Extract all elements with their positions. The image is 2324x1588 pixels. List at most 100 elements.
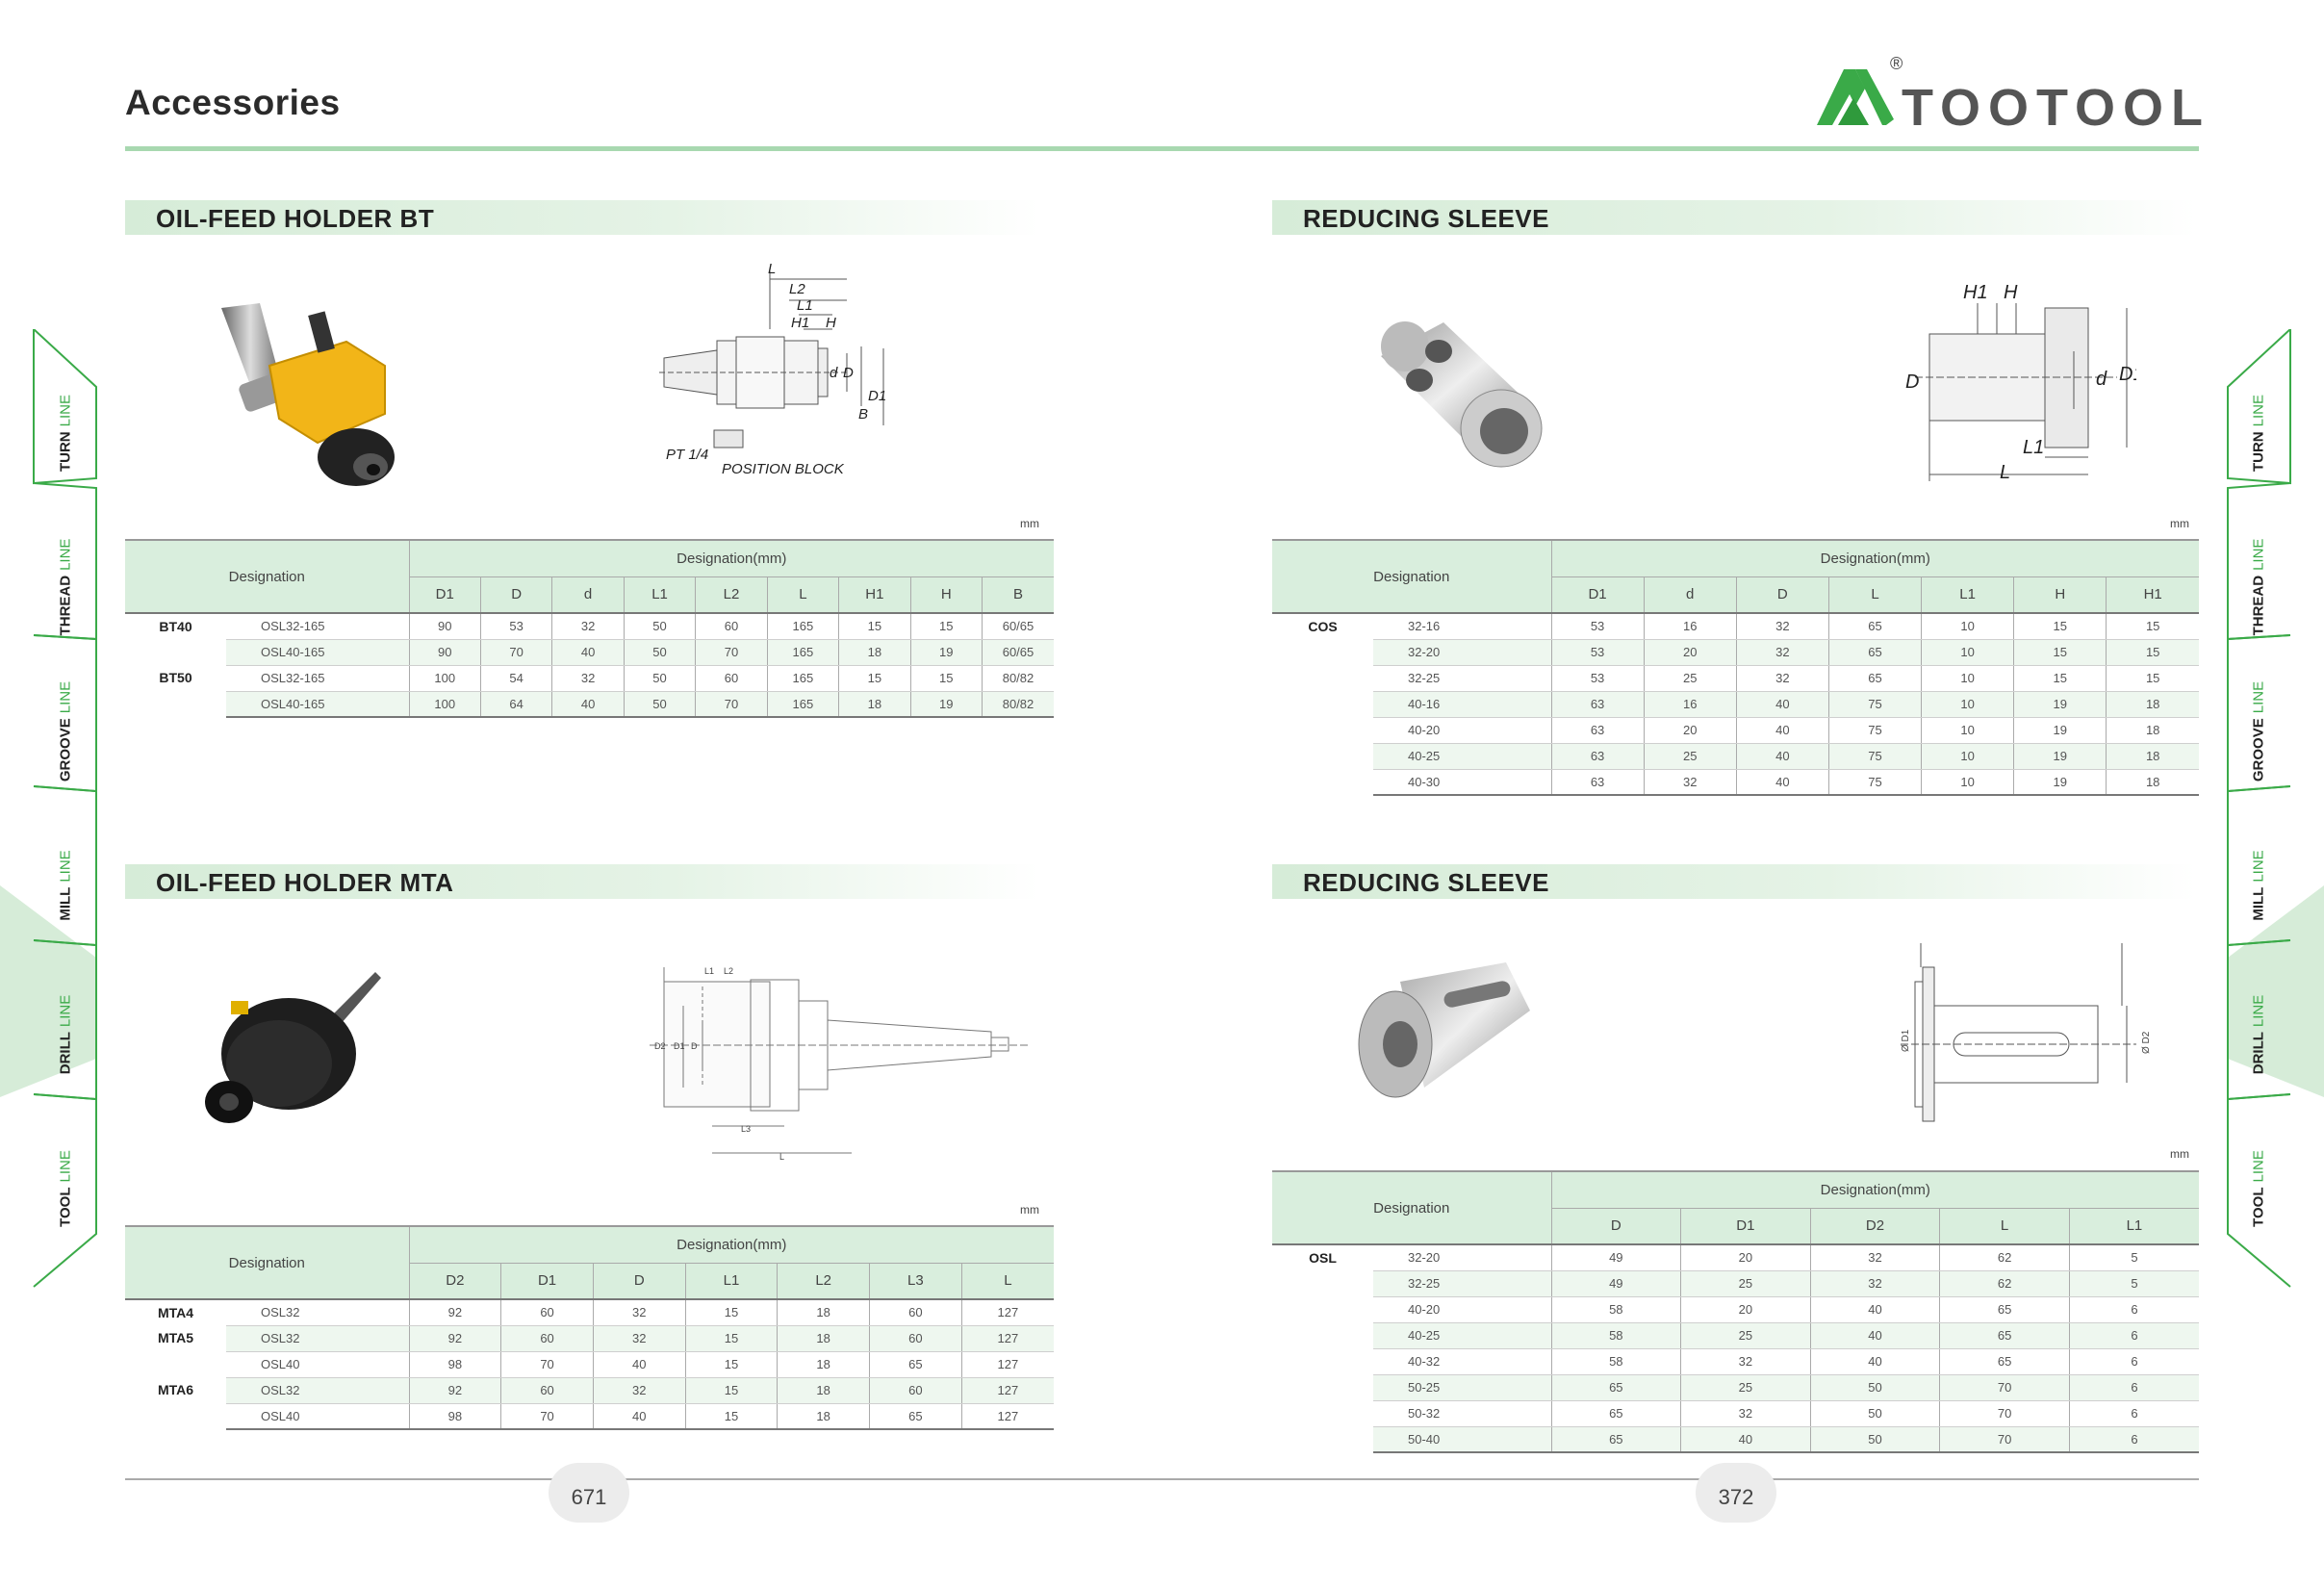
value-cell: 60 — [695, 665, 768, 692]
value-cell: 63 — [1550, 717, 1645, 744]
value-cell: 127 — [960, 1351, 1054, 1378]
series-cell: BT40 — [125, 613, 226, 665]
group-header: Designation(mm) — [409, 1226, 1054, 1263]
value-cell: 6 — [2068, 1426, 2199, 1453]
series-cell: MTA4 — [125, 1299, 226, 1325]
side-tab-label: DRILL — [57, 1032, 74, 1075]
value-cell: 70 — [479, 639, 552, 666]
bt-holder-photo — [221, 303, 395, 486]
side-tab-label: TOOL — [57, 1187, 74, 1227]
column-header: L1 — [623, 576, 696, 614]
side-tab-line: LINE — [2250, 680, 2267, 714]
value-cell: 75 — [1827, 717, 1922, 744]
side-tab-line: LINE — [2250, 538, 2267, 571]
model-cell: 32-20 — [1373, 1244, 1551, 1271]
logo-mark — [1817, 69, 1894, 125]
value-cell: 53 — [1550, 665, 1645, 692]
value-cell: 15 — [684, 1351, 778, 1378]
value-cell: 15 — [2106, 639, 2199, 666]
value-cell: 15 — [838, 665, 911, 692]
side-tab-label: TOOL — [2250, 1187, 2267, 1227]
value-cell: 25 — [1643, 743, 1737, 770]
side-tab-turn-right[interactable]: TURNLINE — [2226, 361, 2291, 505]
value-cell: 80/82 — [982, 665, 1054, 692]
side-tab-groove[interactable]: GROOVELINE — [33, 659, 98, 804]
value-cell: 65 — [1939, 1296, 2070, 1323]
column-header: D2 — [408, 1262, 501, 1300]
value-cell: 32 — [592, 1325, 686, 1352]
mta-holder-drawing: L1 L2 L3 L D2 D1 D — [650, 966, 1030, 1162]
side-tab-label: MILL — [57, 886, 74, 921]
side-tab-groove-right[interactable]: GROOVELINE — [2226, 659, 2291, 804]
side-tab-tool-right[interactable]: TOOLLINE — [2226, 1116, 2291, 1261]
value-cell: 10 — [1921, 691, 2014, 718]
value-cell: 20 — [1680, 1244, 1811, 1271]
unit-label: mm — [1020, 517, 1039, 530]
value-cell: 75 — [1827, 769, 1922, 796]
model-cell: OSL40-165 — [226, 639, 409, 666]
value-cell: 70 — [500, 1403, 594, 1430]
column-header: L — [960, 1262, 1054, 1300]
dim-label: H1 — [791, 315, 809, 331]
value-cell: 98 — [408, 1351, 501, 1378]
value-cell: 60 — [500, 1299, 594, 1326]
column-header: D — [1735, 576, 1829, 614]
value-cell: 6 — [2068, 1348, 2199, 1375]
value-cell: 53 — [479, 613, 552, 640]
value-cell: 32 — [1735, 639, 1829, 666]
value-cell: 40 — [1809, 1322, 1940, 1349]
value-cell: 53 — [1550, 639, 1645, 666]
value-cell: 40 — [1680, 1426, 1811, 1453]
side-tab-tool[interactable]: TOOLLINE — [33, 1116, 98, 1261]
value-cell: 20 — [1643, 639, 1737, 666]
value-cell: 63 — [1550, 691, 1645, 718]
side-tab-drill-right[interactable]: DRILLLINE — [2226, 962, 2291, 1107]
value-cell: 65 — [1550, 1374, 1681, 1401]
mta-holder-photo — [205, 972, 381, 1123]
value-cell: 15 — [2106, 665, 2199, 692]
side-tab-mill[interactable]: MILLLINE — [33, 813, 98, 958]
dim-label: H — [2004, 282, 2018, 303]
value-cell: 15 — [909, 613, 983, 640]
side-tab-frame-left — [33, 329, 97, 1288]
model-cell: 40-25 — [1373, 1322, 1551, 1349]
value-cell: 10 — [1921, 769, 2014, 796]
value-cell: 90 — [408, 613, 481, 640]
side-tab-mill-right[interactable]: MILLLINE — [2226, 813, 2291, 958]
side-tab-label: THREAD — [57, 575, 74, 636]
value-cell: 25 — [1680, 1374, 1811, 1401]
value-cell: 15 — [2013, 639, 2107, 666]
value-cell: 58 — [1550, 1322, 1681, 1349]
section-title-mta: OIL-FEED HOLDER MTA — [125, 864, 1039, 899]
dim-label: B — [858, 406, 868, 423]
value-cell: 127 — [960, 1377, 1054, 1404]
side-tab-thread[interactable]: THREADLINE — [33, 515, 98, 659]
side-tab-turn[interactable]: TURNLINE — [33, 361, 98, 505]
value-cell: 70 — [695, 639, 768, 666]
model-cell: OSL32-165 — [226, 665, 409, 692]
value-cell: 6 — [2068, 1374, 2199, 1401]
column-header: D — [479, 576, 552, 614]
value-cell: 15 — [2013, 665, 2107, 692]
side-tab-thread-right[interactable]: THREADLINE — [2226, 515, 2291, 659]
value-cell: 32 — [1809, 1270, 1940, 1297]
side-tab-drill[interactable]: DRILLLINE — [33, 962, 98, 1107]
value-cell: 32 — [1643, 769, 1737, 796]
value-cell: 10 — [1921, 639, 2014, 666]
dim-label: L — [2000, 462, 2010, 483]
column-header: L1 — [2068, 1207, 2199, 1245]
model-cell: 32-20 — [1373, 639, 1551, 666]
value-cell: 6 — [2068, 1400, 2199, 1427]
column-header: d — [1643, 576, 1737, 614]
model-cell: 40-25 — [1373, 743, 1551, 770]
